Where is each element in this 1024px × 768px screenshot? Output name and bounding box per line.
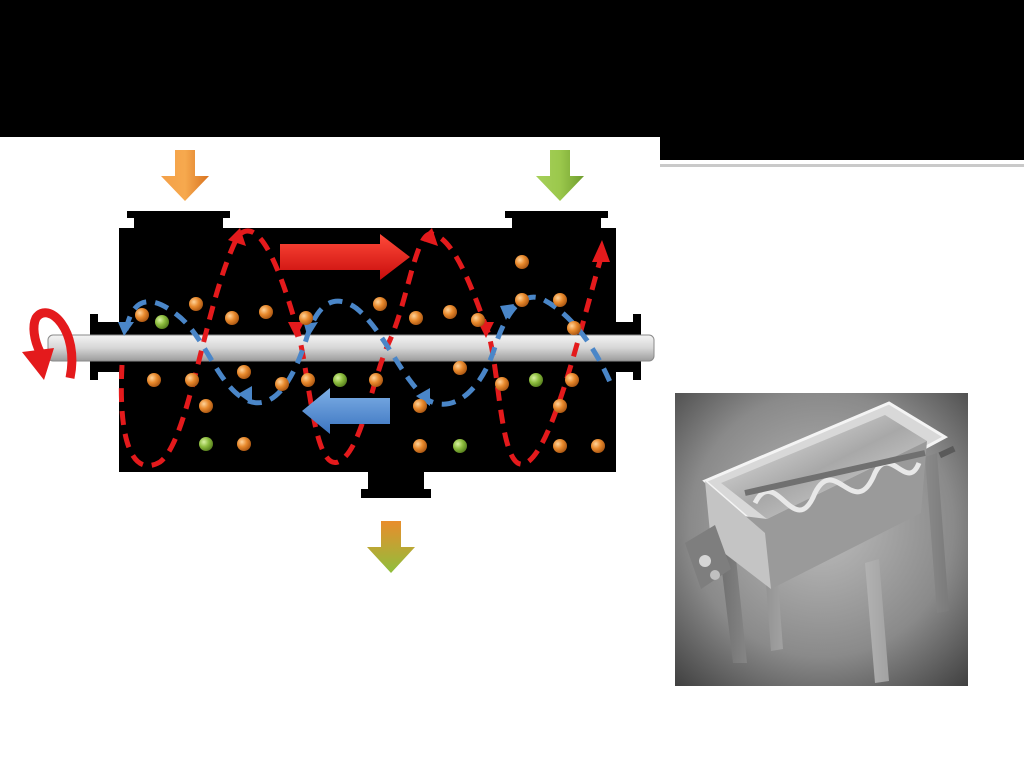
inner-ribbon-arrowheads: [118, 304, 514, 406]
trough-front-panel: [705, 481, 771, 589]
drive-end: [685, 445, 956, 589]
ribbon-blender-photo: [675, 393, 968, 686]
particle-orange: [135, 308, 149, 322]
photo-canvas: [675, 393, 968, 686]
particle-orange: [453, 361, 467, 375]
ribbon-agitator: [744, 450, 926, 513]
particle-orange: [553, 439, 567, 453]
inlet-nozzle-left: [127, 211, 230, 230]
particle-orange: [373, 297, 387, 311]
particle-orange: [553, 399, 567, 413]
feed-arrow-orange-icon: [161, 150, 209, 201]
flow-right-arrow-icon: [280, 234, 410, 280]
agitator-shaft: [47, 334, 655, 362]
particle-green: [453, 439, 467, 453]
particle-orange: [413, 399, 427, 413]
particle-green: [199, 437, 213, 451]
outer-ribbon-arrowheads: [228, 228, 610, 338]
particle-green: [529, 373, 543, 387]
frame-legs: [715, 453, 949, 683]
particle-orange: [259, 305, 273, 319]
particle-orange: [591, 439, 605, 453]
particle-orange: [553, 293, 567, 307]
particle-orange: [147, 373, 161, 387]
particle-green: [333, 373, 347, 387]
discharge-arrow-icon: [367, 521, 415, 573]
particle-orange: [409, 311, 423, 325]
particle-orange: [567, 321, 581, 335]
flow-left-arrow-icon: [302, 388, 390, 434]
particle-orange: [515, 293, 529, 307]
particle-orange: [301, 373, 315, 387]
particle-orange: [471, 313, 485, 327]
particle-orange: [515, 255, 529, 269]
particle-orange: [565, 373, 579, 387]
diagram-canvas: [22, 150, 655, 573]
title-rule: [660, 164, 1024, 167]
title-bar: [0, 0, 1024, 160]
particle-orange: [225, 311, 239, 325]
particle-orange: [495, 377, 509, 391]
particle-group: [135, 255, 605, 453]
particle-orange: [413, 439, 427, 453]
particle-orange: [443, 305, 457, 319]
particle-orange: [237, 437, 251, 451]
rotation-arrow-icon: [22, 308, 77, 380]
ribbon-blender-diagram: [0, 137, 660, 597]
particle-orange: [185, 373, 199, 387]
outlet-nozzle: [361, 471, 431, 498]
particle-orange: [237, 365, 251, 379]
particle-orange: [275, 377, 289, 391]
inlet-nozzle-right: [505, 211, 608, 230]
particle-green: [155, 315, 169, 329]
particle-orange: [299, 311, 313, 325]
feed-arrow-green-icon: [536, 150, 584, 201]
particle-orange: [369, 373, 383, 387]
particle-orange: [189, 297, 203, 311]
particle-orange: [199, 399, 213, 413]
